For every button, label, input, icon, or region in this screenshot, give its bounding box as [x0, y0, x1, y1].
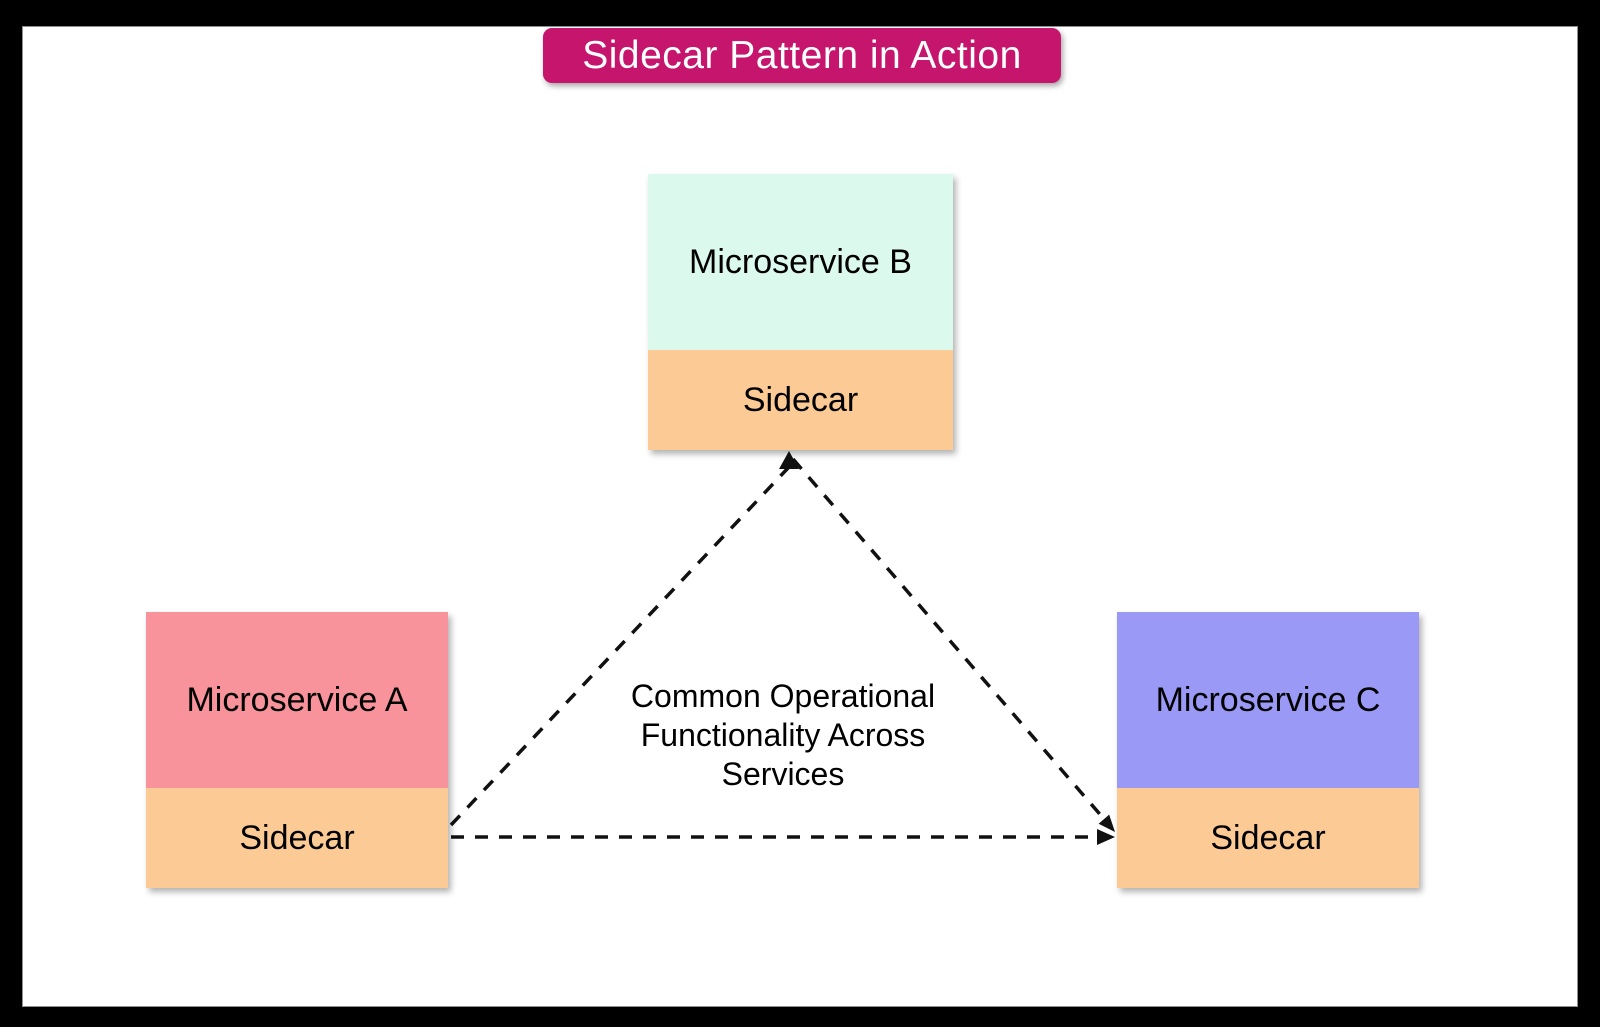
node-microservice-b: Microservice B Sidecar [648, 174, 953, 450]
microservice-c-sidecar-box: Sidecar [1117, 788, 1419, 888]
microservice-b-sidecar-box: Sidecar [648, 350, 953, 450]
diagram-canvas: Sidecar Pattern in Action Microservice B… [22, 26, 1578, 1007]
microservice-a-label: Microservice A [186, 680, 408, 719]
arrowhead-into-sidecar-c-diagonal [1098, 814, 1115, 832]
microservice-c-box: Microservice C [1117, 612, 1419, 788]
microservice-a-sidecar-box: Sidecar [146, 788, 448, 888]
microservice-b-sidecar-label: Sidecar [742, 380, 859, 419]
node-microservice-c: Microservice C Sidecar [1117, 612, 1419, 888]
diagram-title-badge: Sidecar Pattern in Action [543, 28, 1061, 83]
microservice-b-box: Microservice B [648, 174, 953, 350]
diagram-title: Sidecar Pattern in Action [582, 33, 1022, 77]
microservice-a-box: Microservice A [146, 612, 448, 788]
arrowhead-into-sidecar-c-horizontal [1097, 829, 1115, 845]
microservice-b-label: Microservice B [689, 242, 912, 281]
node-microservice-a: Microservice A Sidecar [146, 612, 448, 888]
arrowhead-into-sidecar-b [779, 451, 799, 469]
microservice-a-sidecar-label: Sidecar [239, 818, 355, 857]
center-annotation: Common Operational Functionality Across … [630, 678, 936, 792]
microservice-c-label: Microservice C [1155, 680, 1381, 719]
microservice-c-sidecar-label: Sidecar [1210, 818, 1326, 857]
